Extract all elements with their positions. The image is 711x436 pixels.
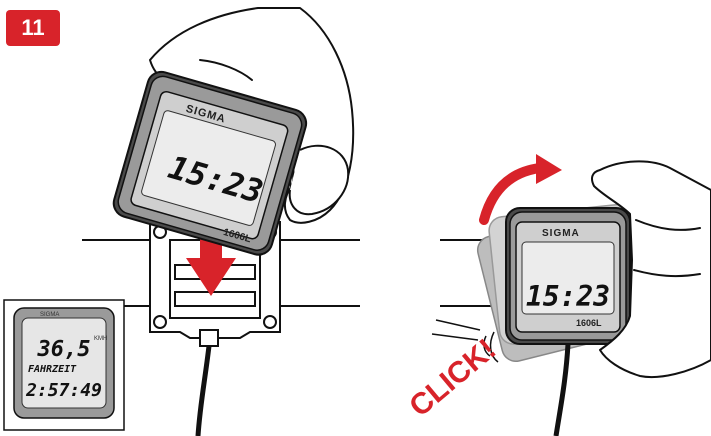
- lcd-time-right: 15:23: [526, 280, 610, 313]
- cable-left: [198, 346, 209, 436]
- inset-time-value: 2:57:49: [25, 380, 102, 401]
- inset-frame: SIGMA 36,5 KMH FAHRZEIT 2:57:49: [4, 300, 124, 430]
- bike-computer-right: SIGMA 15:23 1606L: [506, 208, 630, 344]
- click-label: CLICK!: [403, 333, 502, 424]
- inset-speed-value: 36,5: [37, 337, 91, 362]
- model-label-right: 1606L: [576, 318, 602, 328]
- inset-brand-label: SIGMA: [40, 312, 59, 318]
- cable-right: [556, 344, 568, 436]
- brand-label-right: SIGMA: [542, 228, 580, 239]
- inset-field-label: FAHRZEIT: [28, 364, 77, 375]
- inset-speed-unit: KMH: [94, 336, 107, 342]
